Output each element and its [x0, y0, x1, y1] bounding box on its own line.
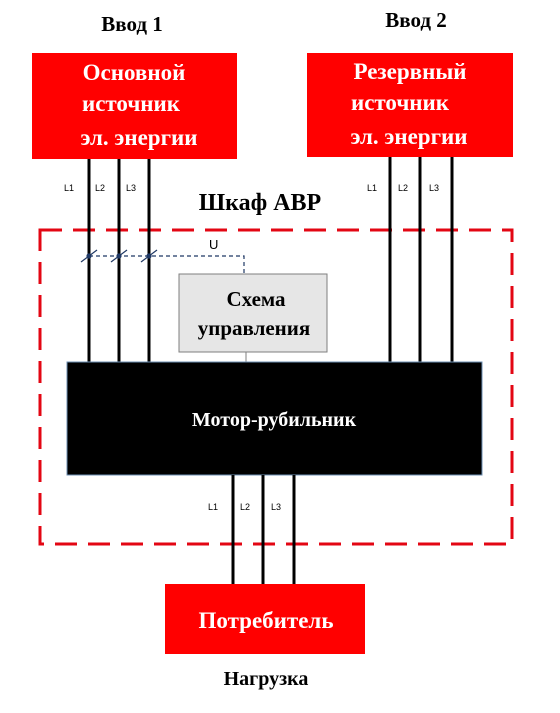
reserve-source-box: [307, 53, 513, 157]
reserve-l1-label: L1: [367, 183, 377, 193]
consumer-box: [165, 584, 365, 654]
motor-switch-box: [66, 361, 483, 476]
input1-label: Ввод 1: [101, 12, 162, 36]
reserve-source-line1: Резервный: [353, 59, 466, 84]
voltage-sense-line: [89, 255, 245, 274]
reserve-source-line3: эл. энергии: [350, 124, 467, 149]
voltage-label: U: [209, 237, 218, 252]
control-line1: Схема: [226, 287, 286, 311]
sense-node-l2: [116, 253, 122, 259]
main-source-box: [32, 53, 237, 159]
consumer-label: Потребитель: [199, 608, 334, 633]
sense-node-l1: [86, 253, 92, 259]
main-l1-label: L1: [64, 183, 74, 193]
sense-node-l3: [146, 253, 152, 259]
reserve-l3-label: L3: [429, 183, 439, 193]
main-source-line3: эл. энергии: [80, 125, 197, 150]
out-l3-label: L3: [271, 502, 281, 512]
motor-switch-label: Мотор-рубильник: [192, 409, 357, 431]
control-box: [178, 273, 328, 353]
reserve-l2-label: L2: [398, 183, 408, 193]
cabinet-title: Шкаф АВР: [199, 190, 321, 216]
out-l1-label: L1: [208, 502, 218, 512]
main-l2-label: L2: [95, 183, 105, 193]
input2-label: Ввод 2: [385, 8, 446, 32]
control-line2: управления: [198, 316, 311, 340]
out-l2-label: L2: [240, 502, 250, 512]
reserve-source-line2: источник: [351, 90, 450, 115]
cabinet-border: [38, 228, 514, 546]
main-source-line2: источник: [82, 91, 181, 116]
consumer-caption: Нагрузка: [224, 668, 309, 690]
main-l3-label: L3: [126, 183, 136, 193]
main-source-line1: Основной: [83, 60, 186, 85]
